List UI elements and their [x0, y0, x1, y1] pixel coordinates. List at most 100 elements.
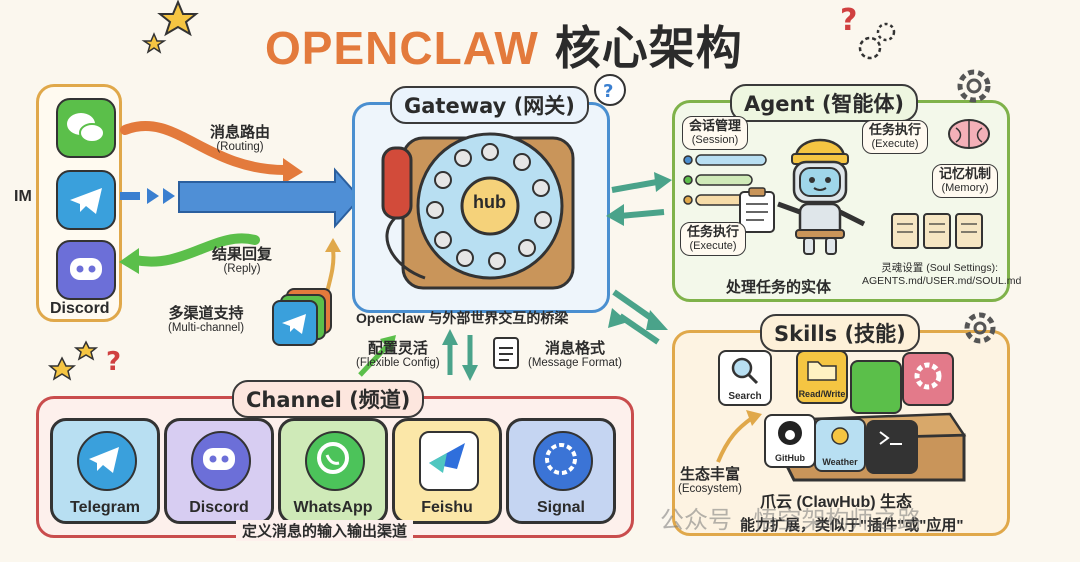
message-format-en: (Message Format) [528, 357, 622, 370]
memory-en: (Memory) [941, 181, 989, 194]
gear-icon [957, 69, 991, 103]
clipboard-icon [739, 187, 775, 233]
skill-terminal[interactable] [866, 420, 918, 474]
im-discord-label: Discord [50, 300, 110, 317]
discord-icon [70, 258, 102, 280]
star-icon: ? [47, 340, 121, 381]
routing-en: (Routing) [216, 141, 264, 154]
brain-icon [948, 119, 990, 149]
discord-icon [203, 448, 235, 470]
agent-caption: 处理任务的实体 [726, 279, 832, 296]
gateway-hub-label: hub [473, 192, 506, 212]
reply-en: (Reply) [223, 263, 261, 276]
skill-weather-label: Weather [822, 457, 858, 467]
svg-text:?: ? [603, 81, 613, 102]
ecosystem-label: 生态丰富 (Ecosystem) [678, 466, 742, 496]
multi-channel-label: 多渠道支持 (Multi-channel) [168, 305, 244, 335]
execute-bottom-en: (Execute) [689, 239, 737, 252]
weather-icon [831, 427, 849, 445]
agent-execute-top-note: 任务执行 (Execute) [862, 120, 929, 154]
agent-session-note: 会话管理 (Session) [682, 116, 749, 150]
memory-cn: 记忆机制 [939, 166, 992, 181]
skill-image[interactable] [850, 360, 902, 414]
document-icon [493, 337, 519, 369]
flexible-config-en: (Flexible Config) [356, 357, 440, 370]
gateway-title: Gateway (网关) [390, 86, 589, 124]
clawhub-label: 爪云 (ClawHub) 生态 [760, 494, 912, 511]
soul-settings-cn: 灵魂设置 (Soul Settings): [881, 262, 998, 274]
skill-github-label: GitHub [775, 453, 805, 463]
execute-bottom-cn: 任务执行 [687, 224, 740, 239]
session-list-icon [683, 154, 767, 206]
telegram-icon [70, 188, 102, 214]
watermark: 公众号 · 悟空架构师之路 [660, 507, 922, 534]
agent-execute-bottom-note: 任务执行 (Execute) [680, 222, 747, 256]
channel-title: Channel (频道) [232, 380, 425, 418]
discord-app[interactable] [56, 240, 116, 300]
message-format-label: 消息格式 (Message Format) [528, 340, 622, 370]
telegram-label: Telegram [70, 499, 140, 516]
telephone-hub-icon [381, 132, 575, 290]
session-en: (Session) [691, 133, 739, 146]
soul-settings-files: AGENTS.md/USER.md/SOUL.md [862, 274, 1022, 287]
question-icon: ? [594, 74, 626, 106]
signal-label: Signal [536, 499, 585, 516]
telegram-app[interactable] [56, 170, 116, 230]
channel-telegram[interactable]: Telegram [50, 418, 160, 524]
channel-caption: 定义消息的输入输出渠道 [236, 520, 414, 541]
agent-title: Agent (智能体) [730, 84, 919, 122]
scrolls-icon [891, 213, 983, 249]
whatsapp-label: WhatsApp [293, 499, 373, 516]
search-icon [731, 357, 759, 385]
flexible-config-label: 配置灵活 (Flexible Config) [356, 340, 440, 370]
skill-gear[interactable] [902, 352, 954, 406]
channel-signal[interactable]: Signal [506, 418, 616, 524]
github-icon [778, 421, 802, 445]
discord-label: Discord [189, 499, 249, 516]
gateway-caption: OpenClaw 与外部世界交互的桥梁 [356, 310, 569, 326]
reply-label: 结果回复 (Reply) [212, 246, 272, 276]
star-icon [141, 0, 199, 54]
svg-text:?: ? [106, 347, 121, 377]
terminal-icon [879, 431, 902, 445]
gear-icon [964, 312, 996, 344]
channel-discord[interactable]: Discord [164, 418, 274, 524]
execute-top-cn: 任务执行 [869, 122, 922, 137]
reply-cn: 结果回复 [212, 246, 273, 263]
soul-settings: 灵魂设置 (Soul Settings): AGENTS.md/USER.md/… [862, 262, 1022, 287]
flow-arrows [119, 120, 362, 301]
bidirectional-arrows [606, 172, 672, 345]
ecosystem-en: (Ecosystem) [678, 483, 742, 496]
multi-channel-cn: 多渠道支持 [168, 305, 244, 322]
gear-icon [914, 362, 942, 390]
routing-cn: 消息路由 [210, 124, 271, 141]
skill-read-write[interactable]: Read/Write [796, 350, 848, 404]
flexible-config-cn: 配置灵活 [367, 340, 428, 357]
message-format-cn: 消息格式 [544, 340, 605, 357]
feishu-label: Feishu [421, 499, 473, 516]
question-icon: ? [840, 3, 896, 60]
signal-icon [545, 443, 577, 475]
search-skill[interactable]: Search [718, 350, 772, 406]
wechat-app[interactable] [56, 98, 116, 158]
title-cn: 核心架构 [554, 21, 743, 75]
telegram-icon [89, 447, 119, 473]
ecosystem-arrow [716, 410, 762, 463]
skill-weather[interactable]: Weather [814, 418, 866, 472]
agent-memory-note: 记忆机制 (Memory) [932, 164, 999, 198]
channel-whatsapp[interactable]: WhatsApp [278, 418, 388, 524]
ecosystem-cn: 生态丰富 [679, 466, 740, 483]
feishu-icon [429, 443, 465, 473]
execute-top-en: (Execute) [871, 137, 919, 150]
routing-label: 消息路由 (Routing) [210, 124, 270, 154]
whatsapp-icon [317, 442, 349, 474]
search-label: Search [728, 391, 762, 402]
skills-caption: 能力扩展，类似于"插件"或"应用" [740, 517, 964, 534]
channel-feishu[interactable]: Feishu [392, 418, 502, 524]
robot-icon [777, 138, 866, 255]
skill-github[interactable]: GitHub [764, 414, 816, 468]
telegram-icon [282, 314, 306, 334]
skill-read-write-label: Read/Write [798, 389, 846, 399]
wechat-icon [67, 113, 105, 143]
